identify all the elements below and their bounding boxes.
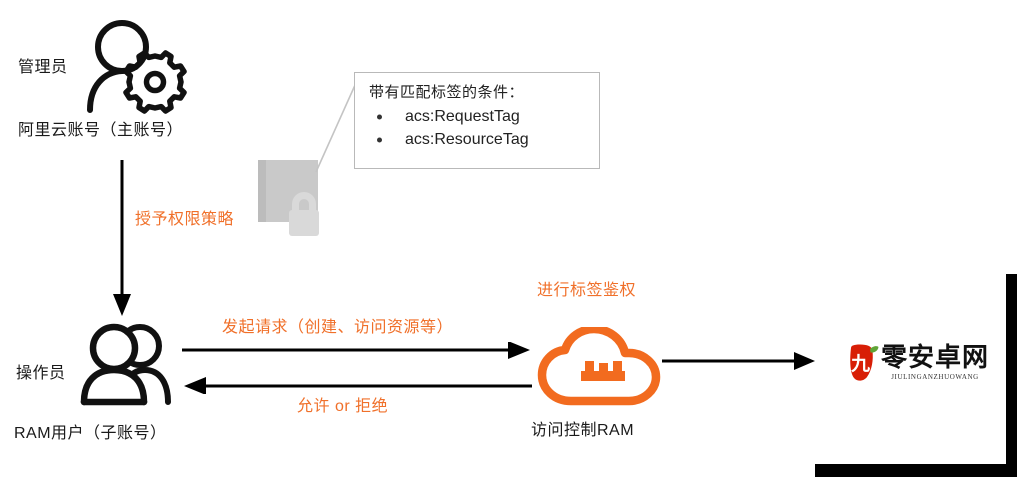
watermark-brand-cn: 零安卓网 xyxy=(881,343,990,373)
callout-condition-list: acs:RequestTag acs:ResourceTag xyxy=(369,105,585,151)
grant-policy-arrow xyxy=(104,158,140,320)
admin-role-label: 管理员 xyxy=(18,58,68,78)
ram-name-text: 访问控制RAM xyxy=(531,422,635,439)
operator-account-text: RAM用户（子账号） xyxy=(14,425,167,442)
downstream-arrow xyxy=(662,350,817,372)
document-lock-icon xyxy=(256,158,336,242)
bullet-icon xyxy=(377,114,382,120)
bottom-edge-black-band xyxy=(815,464,1017,477)
callout-item-text: acs:ResourceTag xyxy=(405,131,529,149)
ram-action-label: 进行标签鉴权 xyxy=(537,281,636,301)
watermark-text-block: 零安卓网 JIULINGANZHUOWANG xyxy=(881,345,989,381)
right-edge-black-band xyxy=(1006,274,1017,466)
callout-list-item: acs:RequestTag xyxy=(369,105,585,128)
watermark-logo: 九 零安卓网 JIULINGANZHUOWANG xyxy=(845,344,989,382)
bullet-icon xyxy=(377,137,382,143)
users-icon xyxy=(78,322,184,406)
user-gear-icon xyxy=(78,14,188,114)
ram-action-text: 进行标签鉴权 xyxy=(537,282,637,299)
operator-role-label: 操作员 xyxy=(16,364,66,384)
request-flow-text: 发起请求（创建、访问资源等） xyxy=(222,319,454,336)
ram-name-label: 访问控制RAM xyxy=(531,421,634,441)
admin-account-label: 阿里云账号（主账号） xyxy=(18,121,183,141)
request-flow-label: 发起请求（创建、访问资源等） xyxy=(222,318,453,338)
result-flow-label: 允许 or 拒绝 xyxy=(297,397,388,417)
condition-callout-box: 带有匹配标签的条件： acs:RequestTag acs:ResourceTa… xyxy=(354,72,600,169)
admin-role-text: 管理员 xyxy=(18,59,68,76)
svg-text:九: 九 xyxy=(850,353,870,375)
operator-account-label: RAM用户（子账号） xyxy=(14,424,167,444)
grant-policy-label: 授予权限策略 xyxy=(135,210,234,230)
request-response-arrows xyxy=(182,341,532,395)
watermark-brand-en: JIULINGANZHUOWANG xyxy=(891,373,979,381)
cloud-icon xyxy=(537,324,665,407)
seal-icon: 九 xyxy=(845,344,879,382)
callout-leader-line xyxy=(310,68,365,176)
callout-title: 带有匹配标签的条件： xyxy=(369,84,525,101)
admin-account-text: 阿里云账号（主账号） xyxy=(18,122,184,139)
operator-role-text: 操作员 xyxy=(16,365,66,382)
callout-list-item: acs:ResourceTag xyxy=(369,128,585,151)
callout-item-text: acs:RequestTag xyxy=(405,108,520,126)
result-flow-text: 允许 or 拒绝 xyxy=(297,398,389,415)
grant-policy-text: 授予权限策略 xyxy=(135,211,235,228)
